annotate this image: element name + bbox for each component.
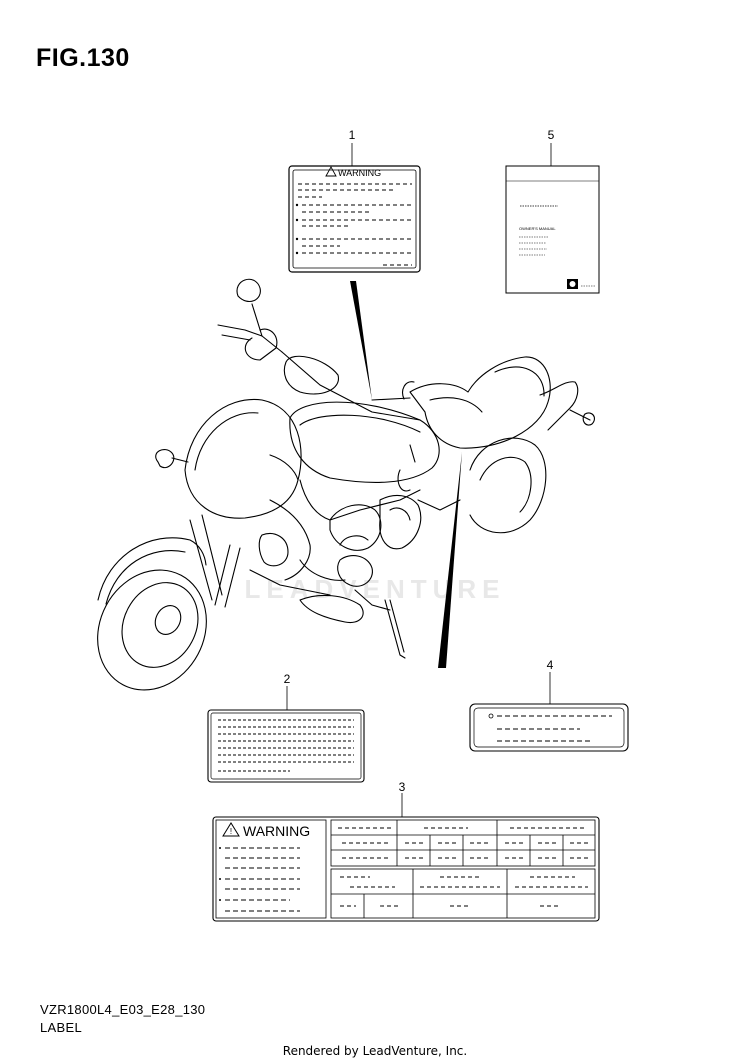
callout-4: 4 — [547, 658, 554, 672]
callout-1: 1 — [349, 128, 356, 142]
owners-manual-text: OWNER'S MANUAL — [519, 226, 556, 231]
label-3-warning-table: ! WARNING — [212, 816, 600, 922]
leader-lines — [286, 143, 552, 817]
pointer-wedge-1 — [350, 281, 372, 400]
footer-credit: Rendered by LeadVenture, Inc. — [282, 1044, 468, 1058]
label-4 — [469, 703, 629, 752]
label-2 — [207, 709, 365, 783]
diagram-code: VZR1800L4_E03_E28_130 — [40, 1002, 206, 1017]
motorcycle-illustration — [97, 278, 595, 691]
label-1-heading: WARNING — [338, 168, 381, 178]
svg-text:!: ! — [230, 827, 232, 836]
label-5-owners-manual: OWNER'S MANUAL — [505, 165, 600, 294]
diagram-caption: LABEL — [40, 1020, 82, 1035]
figure-title: FIG.130 — [36, 44, 130, 72]
label-1-warning: WARNING — [288, 165, 421, 273]
label-3-heading: WARNING — [243, 823, 310, 839]
callout-3: 3 — [399, 780, 406, 794]
warning-triangle-icon — [325, 166, 337, 177]
warning-triangle-icon-2 — [222, 822, 240, 837]
pointer-wedge-2 — [438, 452, 462, 668]
callout-2: 2 — [284, 672, 291, 686]
watermark: LEADVENTURE — [244, 574, 505, 604]
callout-5: 5 — [548, 128, 555, 142]
